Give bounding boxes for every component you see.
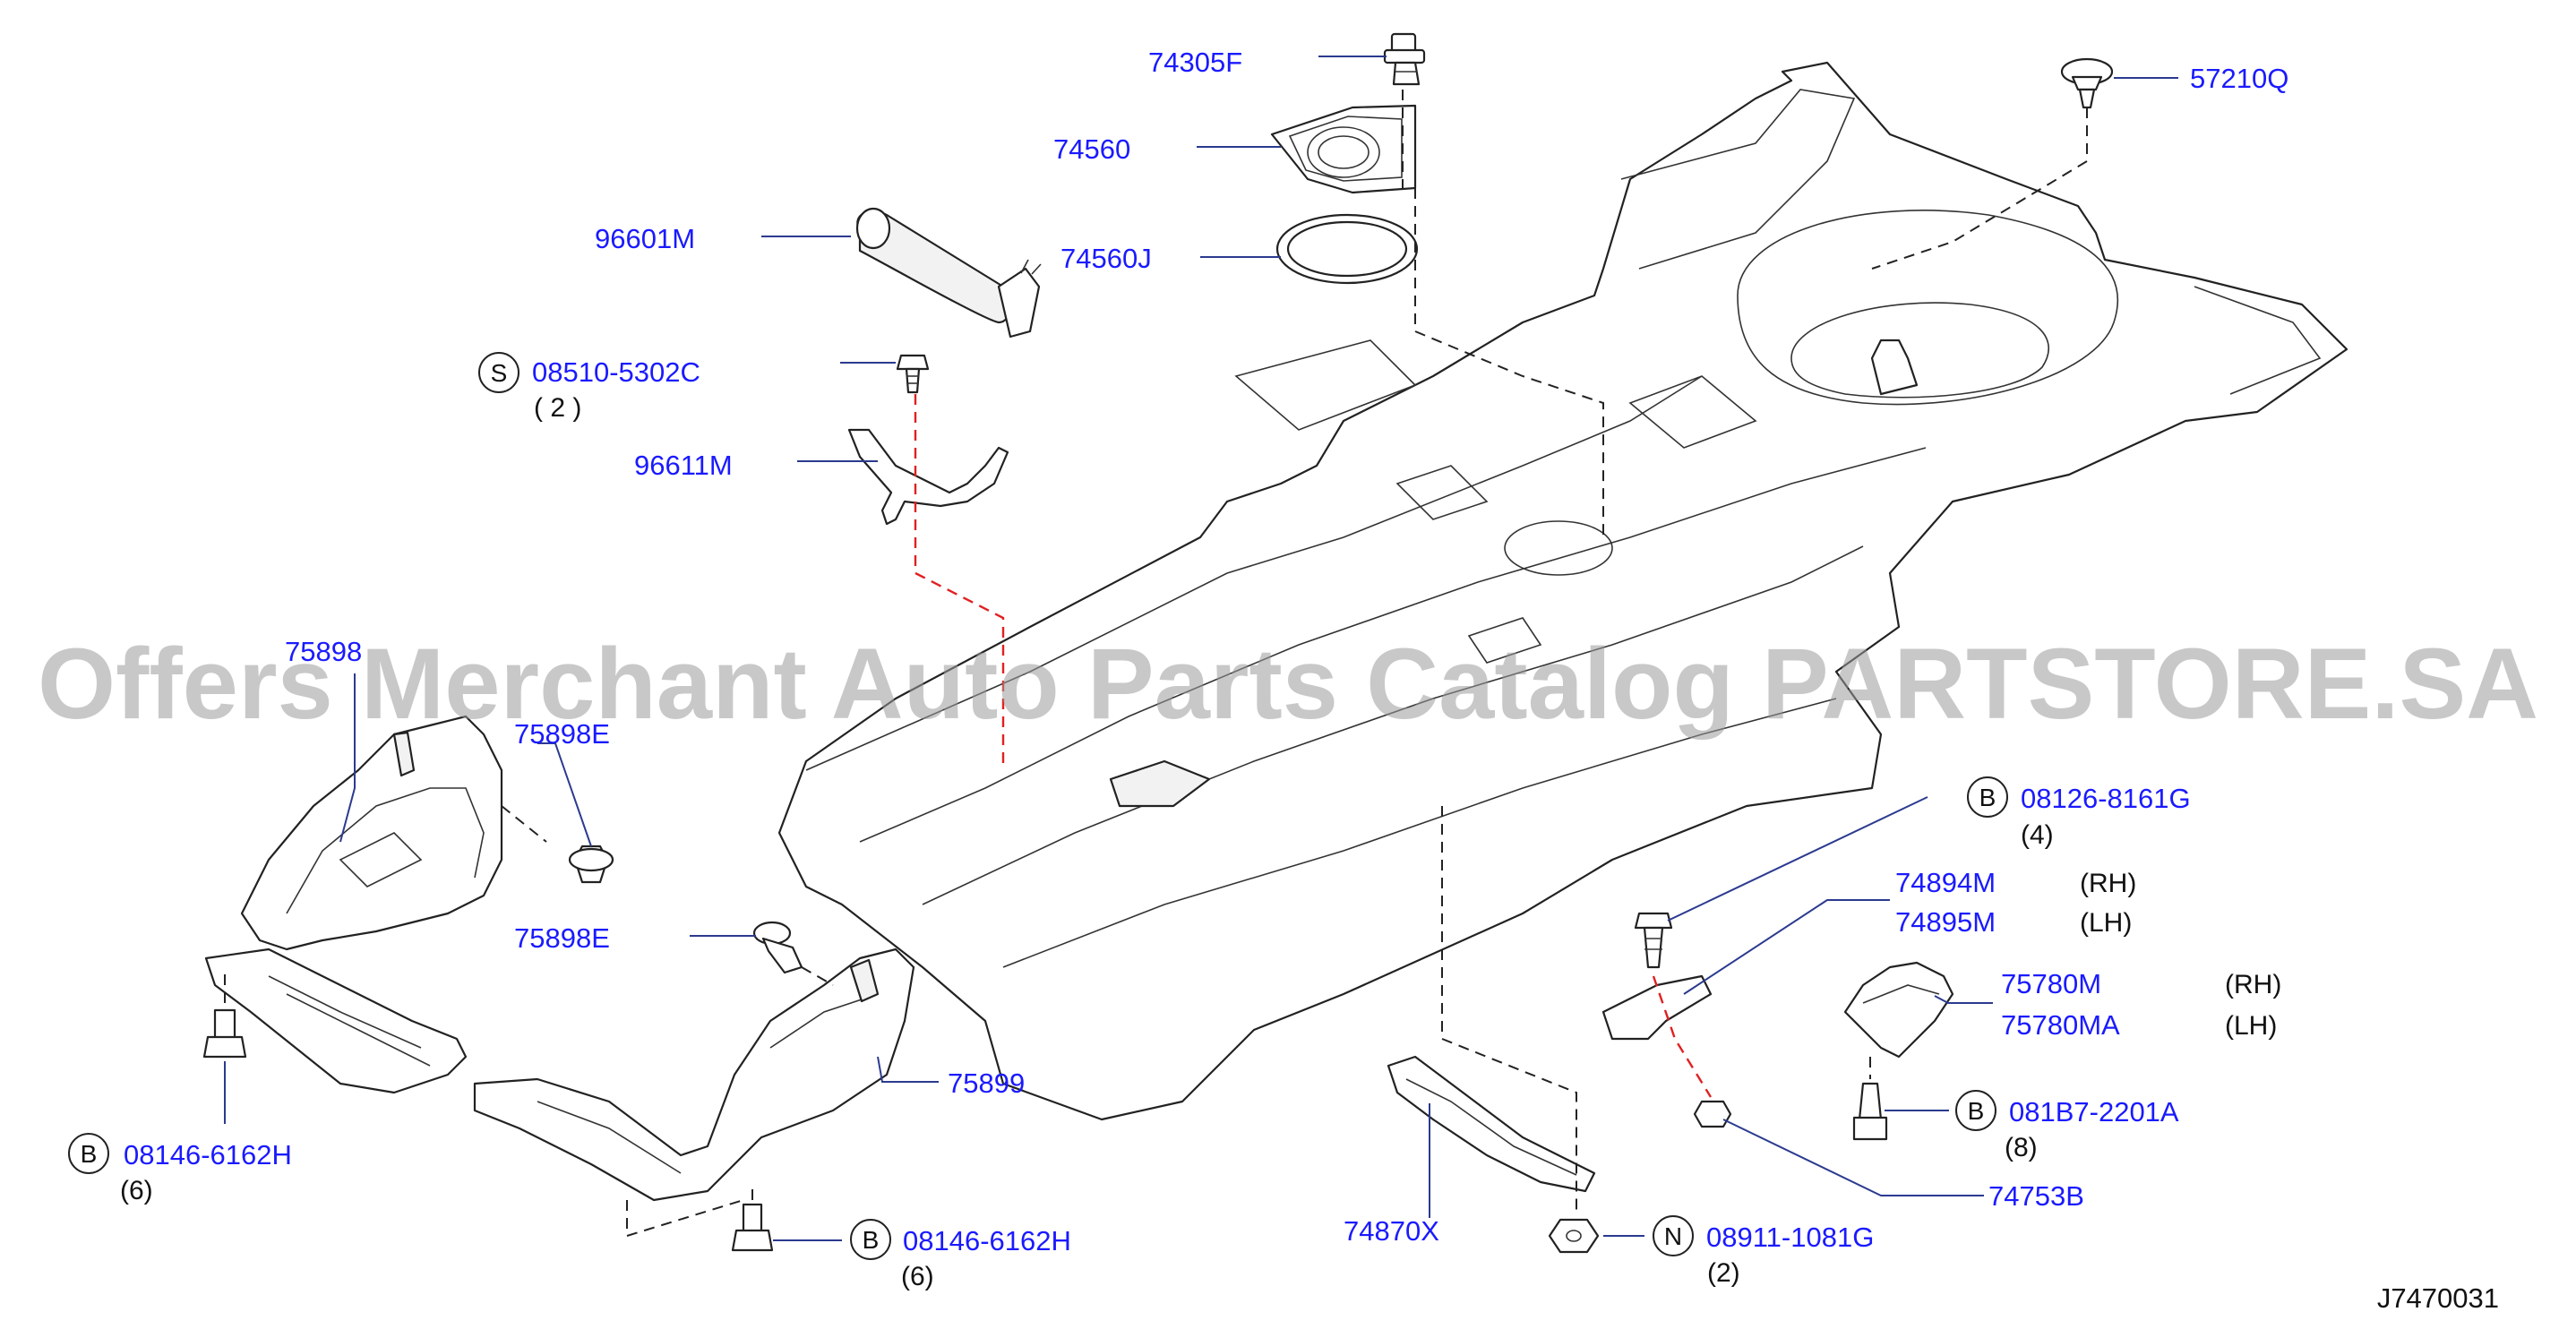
side-75780MA: (LH) [2225, 1011, 2277, 1041]
nut-74753B-drawing [1693, 1100, 1732, 1128]
side-74894M: (RH) [2080, 869, 2136, 898]
bracket-74894M-drawing [1601, 974, 1713, 1041]
svg-text:N: N [1664, 1222, 1682, 1250]
qty-08146-left: (6) [120, 1176, 153, 1205]
member-74870X-drawing [1387, 1055, 1596, 1193]
part-link-96611M[interactable]: 96611M [634, 450, 733, 481]
bolt-081B7-drawing [1852, 1082, 1888, 1141]
connection-lines [224, 90, 2088, 1238]
qty-08126: (4) [2021, 820, 2054, 850]
badge-n-08911: N [1653, 1215, 1694, 1256]
canister-96601M-drawing [855, 207, 1042, 339]
part-link-75898E-upper[interactable]: 75898E [514, 718, 610, 750]
bolt-08126-drawing [1634, 912, 1673, 969]
guard-75899-drawing [473, 947, 915, 1202]
part-link-08146-6162H-left[interactable]: 08146-6162H [124, 1139, 292, 1170]
diagram-code: J7470031 [2377, 1282, 2499, 1314]
undercover-left-drawing [204, 947, 468, 1094]
floor-panel-drawing [777, 61, 2348, 1121]
part-link-96601M[interactable]: 96601M [595, 223, 695, 254]
badge-b-08126: B [1967, 776, 2008, 818]
badge-b-081B7: B [1955, 1090, 1996, 1131]
svg-text:S: S [491, 359, 508, 387]
part-link-74870X[interactable]: 74870X [1344, 1215, 1439, 1247]
part-link-74560[interactable]: 74560 [1053, 133, 1130, 165]
qty-08911: (2) [1707, 1258, 1740, 1288]
plate-74560-drawing [1270, 104, 1417, 194]
qty-081B7: (8) [2005, 1133, 2038, 1162]
side-74895M: (LH) [2080, 908, 2132, 938]
screw-08510-drawing [896, 354, 930, 394]
part-link-08510-5302C[interactable]: 08510-5302C [532, 356, 700, 388]
bolt-08146-bottom-drawing [731, 1203, 774, 1252]
part-link-75899[interactable]: 75899 [948, 1067, 1025, 1099]
part-link-74753B[interactable]: 74753B [1988, 1180, 2084, 1212]
svg-text:B: B [863, 1226, 880, 1254]
watermark-text: Offers Merchant Auto Parts Catalog PARTS… [38, 628, 2538, 740]
clip-75898E-upper-drawing [568, 845, 614, 884]
nut-08911-drawing [1548, 1218, 1600, 1254]
clip-75898E-lower-drawing [752, 921, 803, 974]
bracket-75780M-drawing [1843, 961, 1954, 1059]
badge-b-08146-left: B [68, 1133, 109, 1174]
badge-s-08510: S [478, 352, 519, 393]
plug-74305F-drawing [1383, 32, 1426, 86]
part-link-57210Q[interactable]: 57210Q [2190, 63, 2288, 94]
part-link-08146-6162H-bottom[interactable]: 08146-6162H [903, 1225, 1071, 1256]
part-link-74305F[interactable]: 74305F [1148, 47, 1242, 78]
svg-text:B: B [81, 1140, 98, 1168]
part-link-74894M[interactable]: 74894M [1895, 867, 1996, 898]
clip-57210Q-drawing [2060, 57, 2114, 109]
part-link-08126-8161G[interactable]: 08126-8161G [2021, 783, 2191, 814]
bolt-08146-left-drawing [202, 1008, 247, 1059]
part-link-74560J[interactable]: 74560J [1060, 243, 1152, 274]
part-link-75780MA[interactable]: 75780MA [2001, 1009, 2120, 1041]
qty-08510: ( 2 ) [534, 393, 581, 423]
part-link-74895M[interactable]: 74895M [1895, 906, 1996, 938]
badge-b-08146-bottom: B [850, 1219, 891, 1260]
svg-text:B: B [1979, 784, 1996, 811]
part-link-75780M[interactable]: 75780M [2001, 968, 2101, 999]
guard-75898-drawing [240, 715, 503, 951]
leader-lines [224, 56, 2178, 1241]
part-link-081B7-2201A[interactable]: 081B7-2201A [2009, 1096, 2179, 1128]
part-link-75898[interactable]: 75898 [285, 636, 362, 667]
svg-text:B: B [1968, 1097, 1985, 1125]
part-labels: 74305F 74560 74560J 96601M 08510-5302C (… [120, 47, 2288, 1291]
part-link-08911-1081G[interactable]: 08911-1081G [1706, 1222, 1874, 1253]
bracket-96611M-drawing [847, 428, 1009, 526]
part-link-75898E-lower[interactable]: 75898E [514, 922, 610, 954]
side-75780M: (RH) [2225, 970, 2281, 999]
ring-74560J-drawing [1275, 213, 1419, 285]
badges: S B B N B B [68, 352, 2008, 1260]
qty-08146-bottom: (6) [901, 1262, 934, 1291]
